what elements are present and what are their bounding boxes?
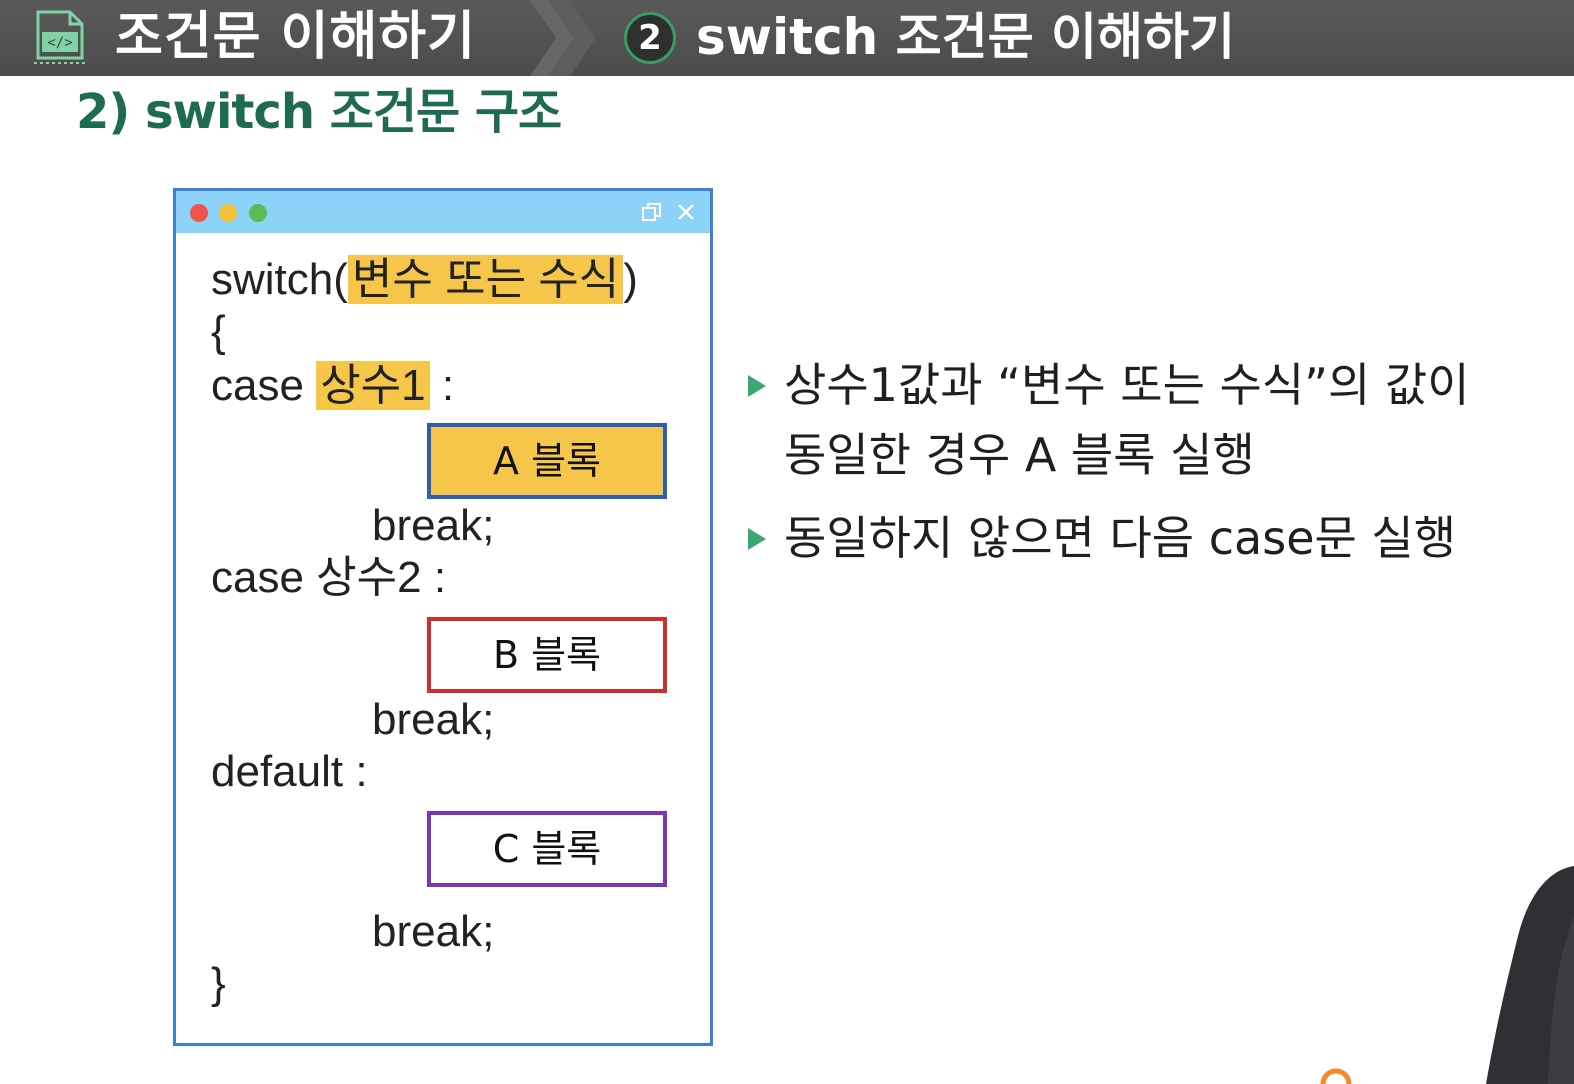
code-break-1: break;	[372, 501, 495, 550]
code-case1-constant: 상수1	[316, 361, 430, 410]
code-close-brace: }	[211, 959, 226, 1008]
top-banner: </> 조건문 이해하기 2 switch 조건문 이해하기	[0, 0, 1574, 76]
code-line-case2: case 상수2 :	[211, 553, 447, 602]
close-icon	[678, 204, 694, 220]
presenter-video	[1486, 866, 1574, 1084]
svg-text:</>: </>	[47, 35, 72, 51]
code-switch-close-paren: )	[623, 255, 638, 304]
block-c: C 블록	[427, 811, 667, 887]
restore-window-icon	[642, 203, 661, 221]
code-line-default: default :	[211, 747, 368, 796]
section-heading: 2) switch 조건문 구조	[76, 84, 562, 140]
code-switch-expression: 변수 또는 수식	[347, 255, 624, 304]
block-a: A 블록	[427, 423, 667, 499]
code-open-brace: {	[211, 307, 226, 356]
bullet-1-line-1: 상수1값과 “변수 또는 수식”의 값이	[784, 358, 1470, 412]
chevron-right-icon	[530, 0, 578, 76]
triangle-bullet-icon	[748, 528, 766, 550]
code-line-switch: switch(변수 또는 수식)	[211, 255, 638, 305]
bullet-item-2: 동일하지 않으면 다음 case문 실행	[748, 503, 1528, 573]
bullet-item-1: 상수1값과 “변수 또는 수식”의 값이 동일한 경우 A 블록 실행	[748, 350, 1528, 490]
code-case1-colon: :	[441, 361, 455, 410]
code-file-icon: </>	[34, 10, 86, 64]
chevron-right-icon	[548, 0, 596, 76]
banner-subtitle: switch 조건문 이해하기	[696, 8, 1236, 66]
orange-marker	[1320, 1068, 1352, 1084]
step-number-badge: 2	[624, 12, 676, 64]
window-maximize-dot	[249, 204, 267, 222]
triangle-bullet-icon	[748, 375, 766, 397]
code-line-case1: case 상수1 :	[211, 361, 454, 411]
banner-title: 조건문 이해하기	[115, 7, 476, 67]
bullet-1-line-2: 동일한 경우 A 블록 실행	[784, 428, 1255, 482]
code-window: switch(변수 또는 수식) { case 상수1 : A 블록 break…	[173, 188, 713, 1046]
code-case1-keyword: case	[211, 361, 304, 410]
window-titlebar	[176, 191, 710, 233]
block-b: B 블록	[427, 617, 667, 693]
code-break-2: break;	[372, 695, 495, 744]
code-switch-keyword: switch(	[211, 255, 348, 304]
window-close-dot	[190, 204, 208, 222]
window-minimize-dot	[219, 204, 237, 222]
bullet-2-text: 동일하지 않으면 다음 case문 실행	[784, 511, 1457, 565]
code-break-3: break;	[372, 907, 495, 956]
